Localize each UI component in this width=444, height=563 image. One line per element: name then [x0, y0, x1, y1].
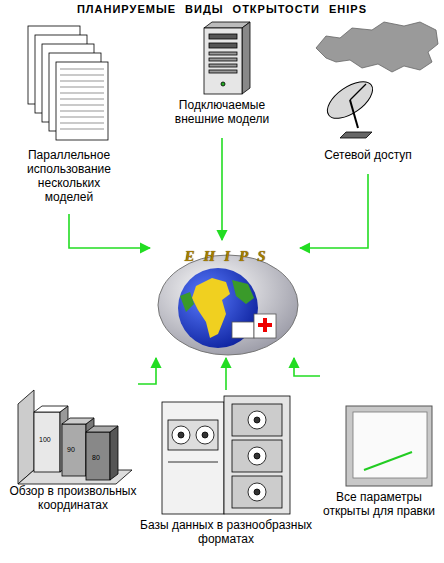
diagram-title: ПЛАНИРУЕМЫЕ ВИДЫ ОТКРЫТОСТИ EHIPS [0, 3, 444, 15]
green-arrow [138, 358, 156, 384]
green-arrow [300, 174, 368, 248]
server-icon [204, 22, 250, 94]
green-arrow [225, 358, 227, 390]
emblem-title: EHIPS [175, 248, 274, 265]
globe-node: EHIPS [150, 240, 300, 358]
bar-value: 100 [39, 436, 51, 444]
green-arrow [69, 214, 150, 248]
node-label: Все параметры открыты для правки [320, 490, 438, 518]
green-arrow [294, 358, 320, 376]
bar-value: 90 [67, 446, 75, 454]
node-label: Обзор в произвольных координатах [8, 484, 138, 512]
bar-chart-icon [18, 390, 132, 484]
edit-monitor [346, 406, 432, 486]
satellite-map [316, 22, 438, 138]
globe-emblem [158, 255, 298, 355]
feature-node: Подключаемые внешние модели [166, 20, 278, 138]
feature-node: Обзор в произвольных координатах [8, 380, 138, 540]
bar-value: 80 [92, 454, 100, 462]
node-label: Сетевой доступ [324, 148, 412, 162]
feature-node: Все параметры открыты для правки [320, 372, 438, 542]
feature-node: Сетевой доступ [296, 18, 440, 174]
node-label: Подключаемые внешние модели [166, 98, 278, 126]
document-stack [28, 26, 108, 140]
feature-node: Параллельное использование нескольких мо… [14, 24, 124, 214]
node-label: Базы данных в разнообразных форматах [140, 518, 312, 546]
green-arrow [221, 138, 223, 240]
feature-node: Базы данных в разнообразных форматах [140, 390, 312, 552]
node-label: Параллельное использование нескольких мо… [14, 148, 124, 204]
database-cabinet [162, 396, 290, 514]
